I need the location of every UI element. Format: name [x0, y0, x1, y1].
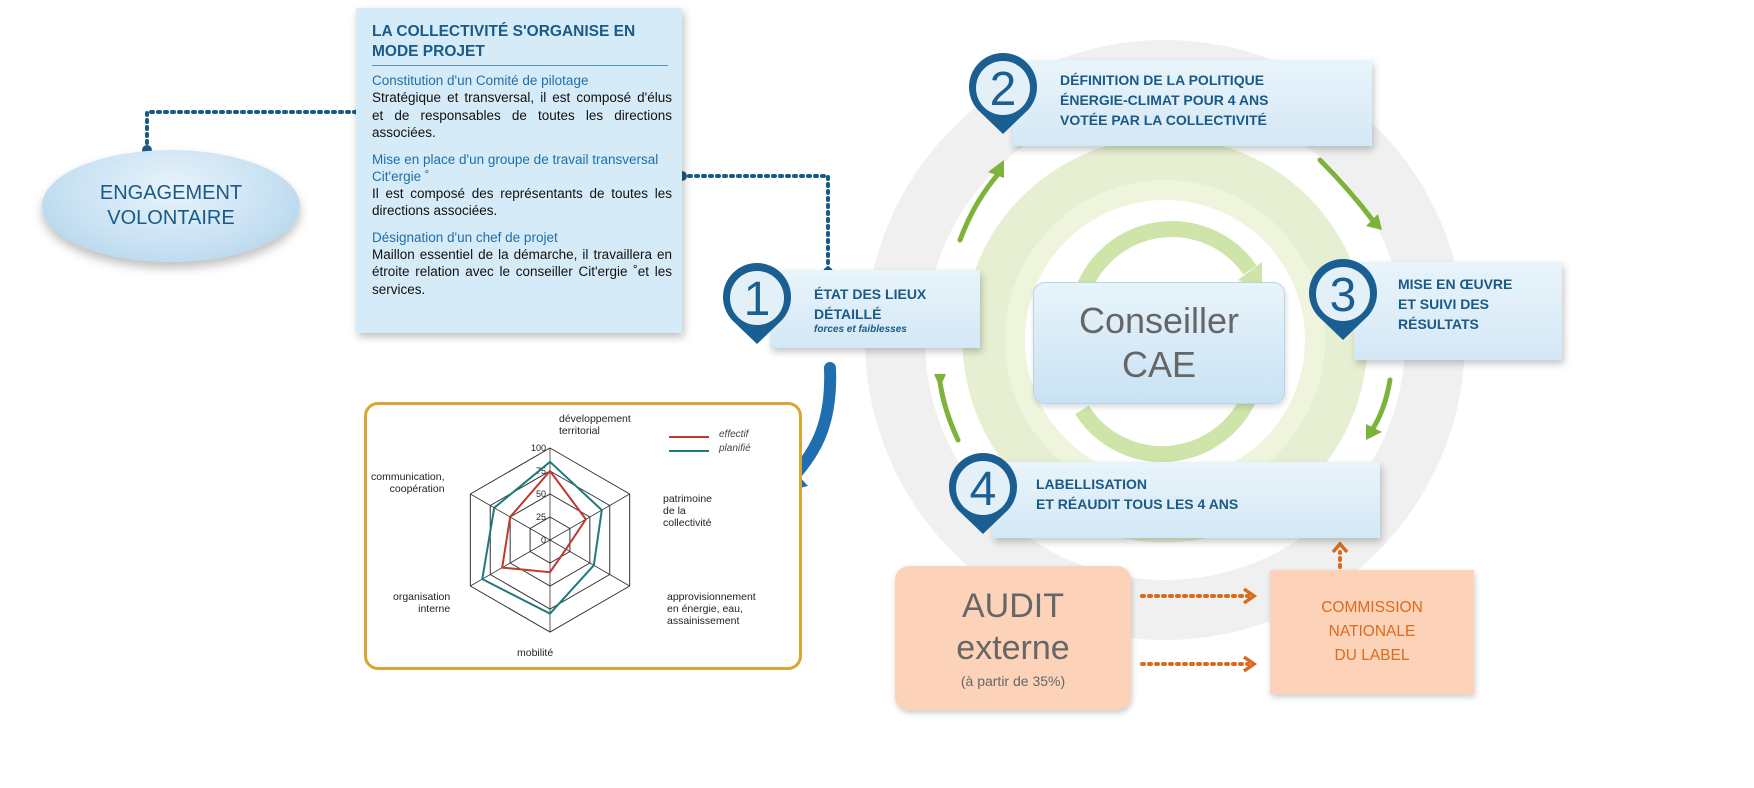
step-4-number: 4 — [970, 463, 997, 516]
radar-chart: 0 25 50 75 100 — [469, 443, 631, 633]
step-1-box: ÉTAT DES LIEUX DÉTAILLÉ forces et faible… — [770, 270, 980, 348]
projet-section-text: Stratégique et transversal, il est compo… — [372, 90, 672, 140]
step-4-line2: ET RÉAUDIT TOUS LES 4 ANS — [1036, 496, 1239, 512]
step-2-box: DÉFINITION DE LA POLITIQUE ÉNERGIE-CLIMA… — [1012, 60, 1372, 146]
commission-line3: DU LABEL — [1334, 647, 1410, 664]
step-1-number: 1 — [744, 273, 771, 326]
step-2-line2: ÉNERGIE-CLIMAT POUR 4 ANS — [1060, 92, 1269, 108]
engagement-volontaire-bubble: ENGAGEMENT VOLONTAIRE — [42, 150, 300, 262]
audit-line1: AUDIT — [962, 587, 1064, 625]
step-1-pin-icon: 1 — [723, 262, 791, 344]
radar-tick-label: 50 — [536, 489, 546, 499]
legend-effectif-label: effectif — [719, 429, 749, 440]
step-4-line1: LABELLISATION — [1036, 476, 1147, 492]
legend-planifie-label: planifié — [719, 443, 751, 454]
radar-spoke — [470, 539, 551, 587]
step-2-line3: VOTÉE PAR LA COLLECTIVITÉ — [1060, 112, 1267, 128]
commission-line1: COMMISSION — [1321, 599, 1423, 616]
mode-projet-box: LA COLLECTIVITÉ S'ORGANISE EN MODE PROJE… — [356, 8, 682, 333]
step-4-pin-icon: 4 — [949, 452, 1017, 534]
radar-tick-label: 75 — [536, 466, 546, 476]
central-cycle-arrow — [1072, 221, 1257, 303]
step-3-line1: MISE EN ŒUVRE — [1398, 276, 1513, 292]
radar-tick-label: 0 — [541, 535, 546, 545]
commission-line2: NATIONALE — [1328, 623, 1416, 640]
conseiller-cae-box: Conseiller CAE — [1033, 282, 1285, 404]
commission-nationale-box: COMMISSION NATIONALE DU LABEL — [1270, 570, 1474, 694]
projet-title-line1: LA COLLECTIVITÉ S'ORGANISE EN — [372, 23, 636, 40]
engagement-line1: ENGAGEMENT — [99, 182, 243, 204]
engagement-line2: VOLONTAIRE — [107, 207, 235, 229]
step-2-pin-icon: 2 — [969, 52, 1037, 135]
radar-spoke — [549, 539, 630, 587]
projet-title-line2: MODE PROJET — [372, 43, 485, 60]
radar-spoke — [549, 493, 630, 541]
projet-section-text: Il est composé des représentants de tout… — [372, 185, 672, 219]
legend-planifie-swatch — [669, 450, 709, 452]
conseiller-line2: CAE — [1121, 344, 1197, 385]
projet-divider — [372, 65, 668, 66]
audit-line2: externe — [956, 629, 1070, 667]
step-1-small: forces et faiblesses — [814, 324, 907, 335]
audit-externe-box: AUDIT externe (à partir de 35%) — [895, 566, 1131, 710]
step-1-line1: ÉTAT DES LIEUX — [814, 286, 927, 302]
step-3-pin-icon: 3 — [1309, 258, 1377, 340]
radar-tick-label: 100 — [531, 443, 546, 453]
connector-engagement-projet — [145, 110, 362, 152]
radar-axis-label: mobilité — [517, 647, 554, 659]
step-3-line2: ET SUIVI DES — [1398, 296, 1490, 312]
step-1-line2: DÉTAILLÉ — [814, 306, 882, 322]
projet-section-text: Maillon essentiel de la démarche, il tra… — [372, 246, 672, 297]
projet-section-heading: Mise en place d'un groupe de travail tra… — [372, 151, 659, 184]
radar-series-planifie — [481, 460, 603, 615]
step-4-box: LABELLISATION ET RÉAUDIT TOUS LES 4 ANS — [992, 462, 1380, 538]
cycle-arrows — [937, 157, 1393, 443]
projet-section-heading: Constitution d'un Comité de pilotage — [372, 73, 589, 88]
step-3-line3: RÉSULTATS — [1398, 316, 1479, 332]
radar-tick-label: 25 — [536, 512, 546, 522]
step-2-line1: DÉFINITION DE LA POLITIQUE — [1060, 72, 1265, 88]
audit-line3: (à partir de 35%) — [960, 673, 1066, 689]
radar-axis-label: communication,coopération — [371, 471, 445, 495]
legend-effectif-swatch — [669, 436, 709, 438]
step-3-box: MISE EN ŒUVRE ET SUIVI DES RÉSULTATS — [1354, 262, 1562, 360]
step-2-number: 2 — [990, 63, 1017, 116]
step-3-number: 3 — [1330, 269, 1357, 322]
radar-series-effectif — [501, 469, 588, 574]
connector-projet-step1 — [680, 174, 830, 274]
conseiller-line1: Conseiller — [1078, 300, 1240, 341]
projet-section-heading: Désignation d'un chef de projet — [372, 229, 558, 245]
